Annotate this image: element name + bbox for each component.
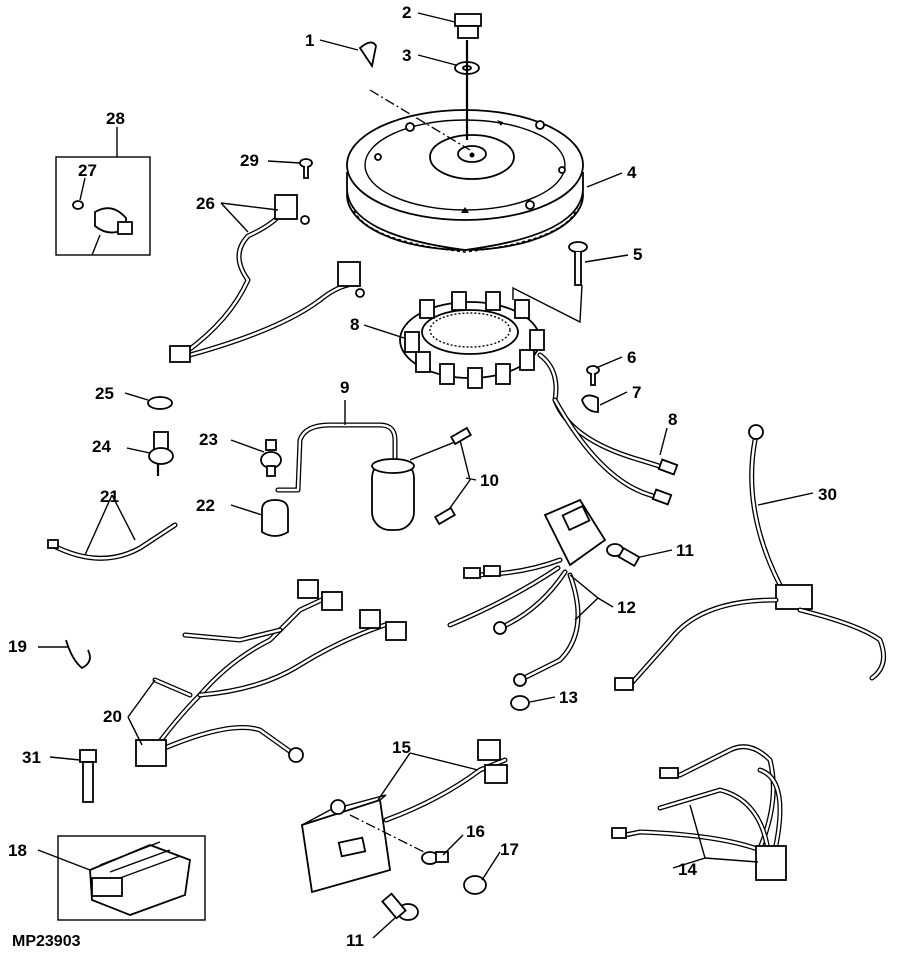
callout-23: 23 [199, 430, 218, 449]
harness-14 [611, 744, 787, 881]
ignition-coil [275, 422, 473, 531]
harness-26 [169, 194, 365, 363]
cap-22 [261, 499, 289, 537]
rectifier-18 [89, 841, 191, 916]
callout-28: 28 [106, 109, 125, 128]
callout-18: 18 [8, 841, 27, 860]
module-15 [300, 739, 508, 894]
screw-clamp-part [581, 365, 600, 413]
callout-7: 7 [632, 383, 641, 402]
callout-11-lower: 11 [346, 931, 364, 950]
leader-lines [37, 12, 814, 939]
plug-23 [260, 439, 282, 477]
wire-21 [47, 522, 178, 561]
callout-30: 30 [818, 485, 837, 504]
callout-31: 31 [22, 748, 41, 767]
washer-25 [147, 396, 173, 410]
bolt-31 [79, 749, 97, 803]
callout-25: 25 [95, 384, 114, 403]
callout-22: 22 [196, 496, 215, 515]
callout-8-lead: 8 [668, 410, 677, 429]
callout-10: 10 [480, 471, 499, 490]
callout-27: 27 [78, 161, 97, 180]
nut-part [454, 13, 482, 39]
callout-5: 5 [633, 245, 642, 264]
callout-20: 20 [103, 707, 122, 726]
callout-13: 13 [559, 688, 578, 707]
nut-17 [463, 875, 487, 895]
callout-24: 24 [92, 437, 111, 456]
cdi-module-12 [447, 498, 607, 687]
callout-6: 6 [627, 348, 636, 367]
screw-part [568, 241, 588, 286]
sensor-27 [72, 200, 133, 256]
figure-code: MP23903 [12, 933, 81, 950]
switch-24 [148, 431, 174, 476]
callout-3: 3 [402, 46, 411, 65]
screw-29 [299, 158, 313, 179]
wire-30 [614, 424, 887, 691]
callout-21: 21 [100, 487, 119, 506]
key-part [358, 41, 377, 69]
inset-box-18 [57, 835, 206, 921]
stator-part [399, 291, 679, 506]
callout-15: 15 [392, 738, 411, 757]
callout-4: 4 [627, 163, 637, 182]
callout-26: 26 [196, 194, 215, 213]
callout-29: 29 [240, 151, 259, 170]
callout-8-stator: 8 [350, 315, 359, 334]
callout-12: 12 [617, 598, 636, 617]
flywheel-part [346, 109, 584, 253]
clip-19 [65, 639, 91, 670]
callout-19: 19 [8, 637, 27, 656]
nut-13 [510, 695, 530, 711]
bolt-11b [381, 892, 419, 921]
callout-labels: 1 2 3 4 5 6 7 8 8 9 10 11 11 12 13 14 15… [8, 3, 837, 950]
callout-9: 9 [340, 378, 349, 397]
callout-11-upper: 11 [676, 541, 694, 560]
bolt-16 [421, 851, 449, 865]
callout-17: 17 [500, 840, 519, 859]
harness-20 [135, 579, 407, 767]
callout-2: 2 [402, 3, 411, 22]
callout-1: 1 [305, 31, 314, 50]
callout-14: 14 [678, 860, 697, 879]
callout-16: 16 [466, 822, 485, 841]
inset-box-28 [55, 156, 151, 256]
bolt-11a [606, 543, 641, 568]
